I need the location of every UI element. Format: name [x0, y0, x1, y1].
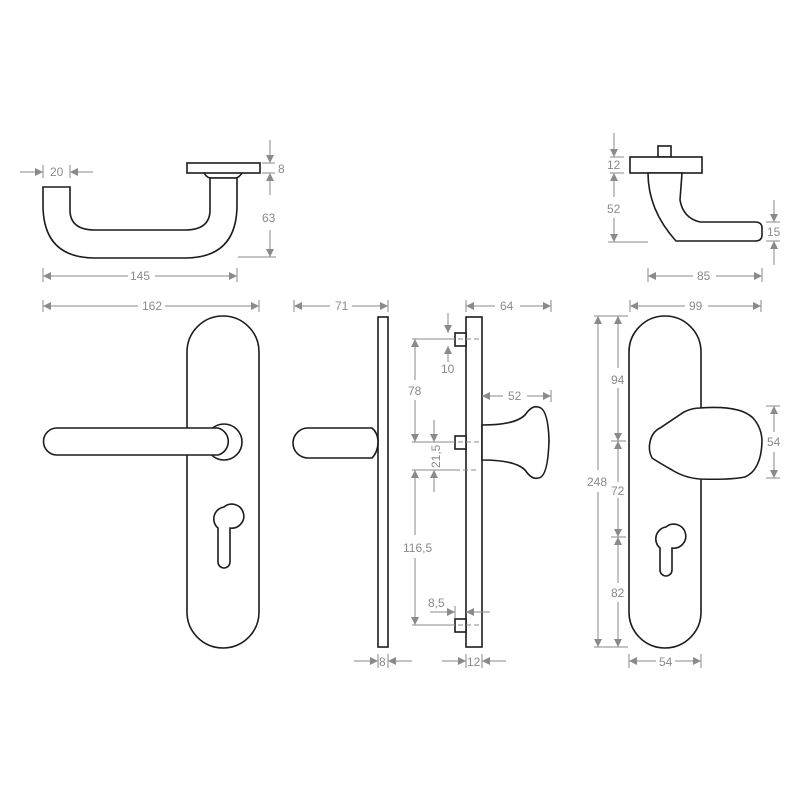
dim-label: 20: [50, 165, 64, 179]
dim-label: 10: [441, 362, 455, 376]
dim-label: 54: [767, 435, 781, 449]
knob-side-profile: [481, 405, 550, 480]
dim-label: 162: [142, 299, 162, 313]
lever-side-plate: [377, 316, 389, 648]
keyhole-cylinder: [654, 523, 687, 577]
dim-label: 12: [467, 655, 481, 669]
dim-label: 85: [697, 269, 711, 283]
dim-label: 64: [500, 299, 514, 313]
dim-label: 8: [278, 162, 285, 176]
dim-label: 71: [335, 299, 349, 313]
knob-profile: [647, 172, 763, 242]
dim-label: 63: [262, 211, 276, 225]
dim-label: 248: [587, 475, 607, 489]
lever-u-shape: [42, 177, 238, 259]
lever-top-view: 20 8 63 145: [20, 140, 285, 283]
dim-label: 8: [379, 655, 386, 669]
dim-label: 12: [607, 158, 621, 172]
lever-side-view: 71 8: [292, 299, 412, 669]
dim-label: 15: [767, 225, 781, 239]
dim-label: 72: [611, 484, 625, 498]
knob-front: [648, 406, 763, 481]
lever-backplate: [186, 315, 260, 649]
keyhole-cylinder: [212, 503, 245, 569]
knob-backplate: [628, 315, 702, 649]
dim-label: 99: [689, 299, 703, 313]
dim-label: 52: [508, 389, 522, 403]
dim-label: 116,5: [403, 541, 432, 555]
knob-rose-top: [629, 156, 703, 174]
knob-side-plate: [465, 316, 483, 648]
lever-front-view: 162: [42, 299, 260, 649]
knob-top-view: 12 52 15 85: [607, 133, 781, 283]
knob-spindle-top: [657, 145, 672, 158]
dim-label: 8,5: [428, 596, 445, 610]
dim-label: 82: [611, 586, 625, 600]
lever-rose-top: [186, 162, 261, 174]
dim-label: 21,5: [429, 444, 443, 468]
dim-label: 54: [659, 655, 673, 669]
knob-side-view: 64 52 10 78 21,5 116,5: [403, 299, 552, 669]
dim-label: 52: [607, 202, 621, 216]
lever-handle-front: [42, 427, 230, 456]
dim-label: 145: [130, 269, 150, 283]
dim-label: 78: [408, 384, 422, 398]
knob-front-view: 99 248 94 72 82 54 54: [587, 299, 781, 669]
lever-side-handle: [292, 427, 379, 459]
dim-label: 94: [611, 373, 625, 387]
